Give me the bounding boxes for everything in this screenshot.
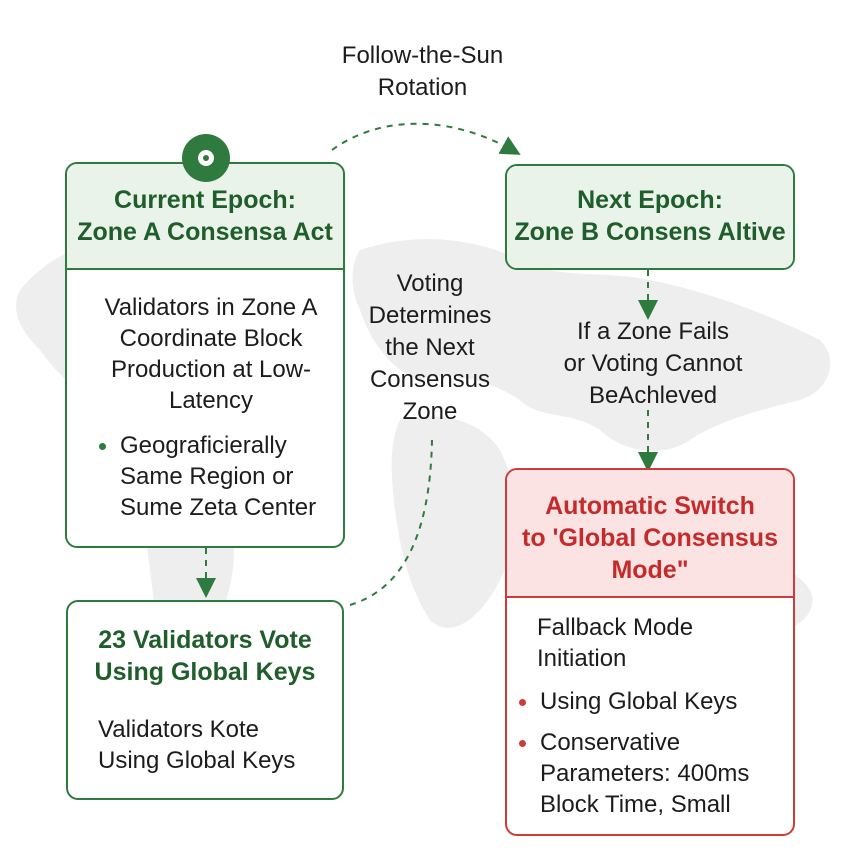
voting-label: Voting Determines the Next Consensus Zon… (368, 270, 492, 425)
current-epoch-box: Current Epoch: Zone A Consensa Act Valid… (65, 162, 345, 548)
automatic-switch-heading: Automatic Switch to 'Global Consensus Mo… (507, 470, 793, 598)
bullet-dot (519, 740, 526, 747)
switch-bullet-2-text: Conservative Parameters: 400ms Block Tim… (540, 729, 750, 818)
switch-bullet-1-text: Using Global Keys (540, 688, 738, 715)
current-epoch-heading: Current Epoch: Zone A Consensa Act (67, 164, 343, 270)
current-epoch-bullet: Geograficierally Same Region or Sume Zet… (99, 430, 325, 523)
next-epoch-heading: Next Epoch: Zone B Consens Altive (507, 166, 793, 268)
current-epoch-body: Validators in Zone A Coordinate Block Pr… (104, 294, 318, 414)
rotation-arrow (331, 122, 521, 155)
automatic-switch-body: Fallback Mode Initiation (537, 614, 694, 672)
vote-box-body: Validators Kote Using Global Keys (98, 716, 296, 774)
current-epoch-bullet-text: Geograficierally Same Region or Sume Zet… (120, 432, 317, 521)
target-icon (182, 134, 230, 182)
switch-bullet-1: Using Global Keys (519, 686, 783, 717)
bullet-dot (519, 699, 526, 706)
fail-label: If a Zone Fails or Voting Cannot BeAchle… (563, 318, 743, 409)
diagram-title: Follow-the-Sun Rotation (341, 42, 504, 101)
switch-bullet-2: Conservative Parameters: 400ms Block Tim… (519, 727, 783, 820)
next-epoch-box: Next Epoch: Zone B Consens Altive (505, 164, 795, 270)
bullet-dot (99, 443, 106, 450)
automatic-switch-box: Automatic Switch to 'Global Consensus Mo… (505, 468, 795, 836)
vote-to-voting-arrow (349, 439, 433, 606)
vote-box-heading: 23 Validators Vote Using Global Keys (94, 626, 316, 686)
vote-box: 23 Validators Vote Using Global Keys Val… (66, 600, 344, 800)
